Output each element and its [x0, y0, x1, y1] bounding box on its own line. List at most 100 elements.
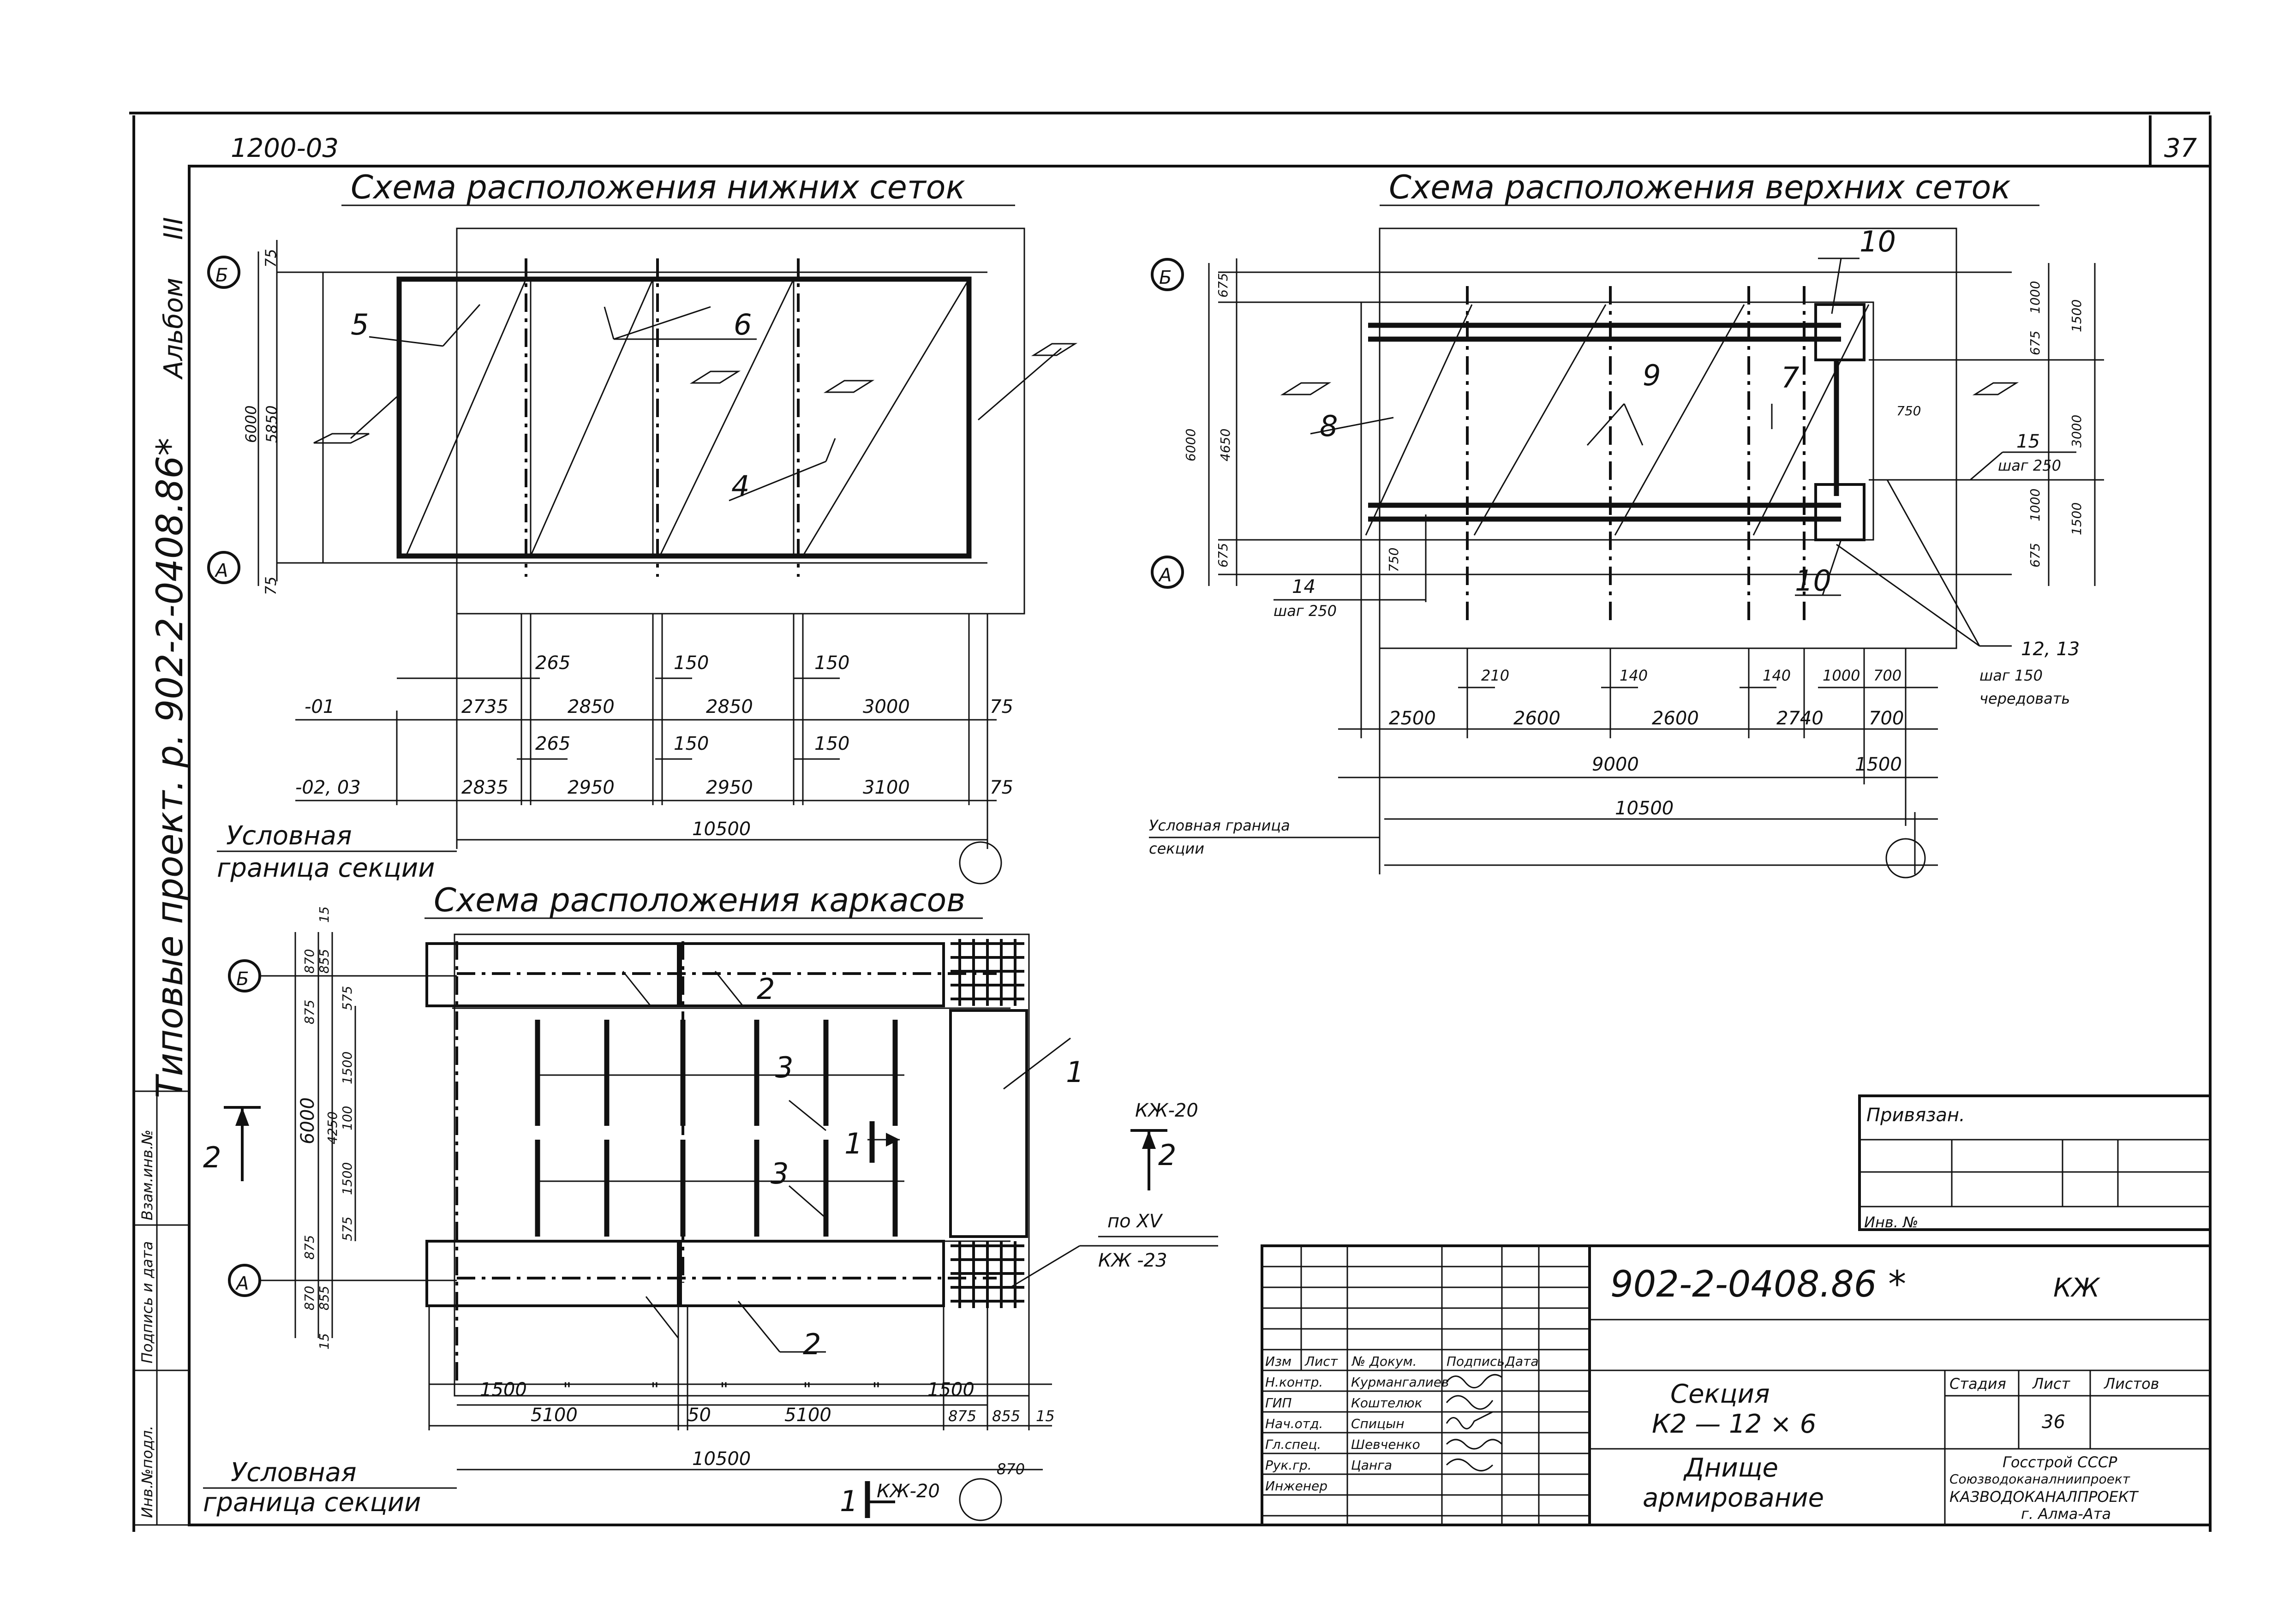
tb-sheets-label: Листов	[2104, 1375, 2159, 1393]
upper-mark-1213-step: шаг 150	[1979, 667, 2043, 684]
tb-org-2: Союзводоканалниипроект	[1949, 1471, 2130, 1487]
upper-sub-1500: 1500	[1855, 754, 1902, 775]
upper-right-dim-4: 3000	[2069, 415, 2084, 448]
frames-plan	[228, 932, 1218, 1397]
frames-b1-3: "	[651, 1379, 659, 1400]
upper-row-val-2: 2600	[1513, 708, 1561, 729]
upper-axis-a: А	[1158, 565, 1172, 586]
section-2-right	[1130, 1129, 1167, 1190]
tb-drawing-title-1: Днище	[1683, 1453, 1778, 1483]
upper-gap-3: 140	[1763, 667, 1791, 684]
rebar-grid-bottom	[951, 1241, 1024, 1308]
lower-row1-val-4: 3000	[863, 696, 910, 717]
lower-row1-val-1: 2735	[461, 696, 508, 717]
frames-b1-5: "	[803, 1379, 811, 1400]
lower-total: 10500	[692, 819, 751, 840]
frames-right-870: 870	[997, 1460, 1025, 1478]
upper-right-dim-1: 675	[2027, 331, 2043, 355]
upper-mark-9: 9	[1643, 359, 1661, 392]
tb-role-2: ГИП	[1265, 1395, 1292, 1411]
frames-boundary-1: Условная	[231, 1458, 357, 1488]
tb-role-3: Нач.отд.	[1265, 1416, 1323, 1431]
frames-b2-3: 5100	[784, 1405, 831, 1426]
frames-axis-b: Б	[236, 968, 249, 990]
frames-b2-2: 50	[688, 1405, 711, 1426]
lower-row1-gap-1: 265	[535, 652, 570, 674]
page-number: 37	[2164, 133, 2197, 163]
frames-left-outer-1: 870	[302, 949, 317, 974]
upper-right-dim-7: 1500	[2069, 502, 2084, 535]
frames-mark-1-inner: 1	[844, 1127, 862, 1160]
upper-right-dim-6: 675	[2027, 543, 2043, 568]
tb-drawing-title-2: армирование	[1643, 1483, 1824, 1513]
left-stamp	[133, 1090, 190, 1526]
frames-mark-3-a: 3	[775, 1051, 793, 1084]
frames-dim-rows	[428, 1306, 1052, 1521]
section-2-right-label: 2	[1158, 1138, 1176, 1172]
tb-code: 902-2-0408.86 *	[1610, 1264, 1906, 1305]
lower-dim-inner: 5850	[263, 406, 281, 443]
upper-row-val-3: 2600	[1652, 708, 1699, 729]
tb-sheet-value: 36	[2042, 1411, 2065, 1433]
frames-left-mid-5: 100	[340, 1106, 355, 1130]
album-label-group: Альбом III	[159, 217, 189, 380]
upper-mark-10-bottom: 10	[1795, 564, 1831, 598]
frames-left-outer-5: 870	[302, 1286, 317, 1310]
lower-axis-a: А	[214, 560, 228, 581]
tb-role-5: Рук.гр.	[1265, 1458, 1312, 1473]
tb-mark: КЖ	[2053, 1273, 2101, 1303]
lower-row1-gap-3: 150	[814, 652, 849, 674]
frames-b2-5: 855	[992, 1407, 1020, 1425]
frames-b1-7: 1500	[927, 1379, 975, 1400]
upper-gap-1: 210	[1481, 667, 1509, 684]
lower-row2-label: -02, 03	[295, 777, 361, 798]
album-label: Альбом	[159, 278, 189, 380]
frames-mark-1-right: 1	[1066, 1055, 1084, 1089]
frames-left-outer-4: 875	[302, 1235, 317, 1260]
upper-mark-10-top: 10	[1860, 225, 1896, 258]
stamp-sign-date: Подпись и дата	[138, 1241, 156, 1363]
lower-dim-bottom: 75	[262, 576, 280, 595]
upper-dim-750-a: 750	[1896, 403, 1921, 418]
tb-org-1: Госстрой СССР	[2003, 1453, 2117, 1471]
upper-gap-5: 700	[1873, 667, 1901, 684]
lower-dim-rows	[295, 614, 1002, 885]
lower-row1-label: -01	[305, 696, 335, 717]
tb-role-6: Инженер	[1265, 1478, 1327, 1494]
lower-meshes-plan	[207, 227, 1078, 615]
frames-left-outer-2: 875	[302, 1000, 317, 1024]
tb-role-4: Гл.спец.	[1265, 1437, 1321, 1452]
upper-dim-inner: 4650	[1218, 429, 1233, 461]
lower-row1-val-3: 2850	[706, 696, 753, 717]
upper-right-dim-3: 1500	[2069, 299, 2084, 332]
tb-sheet-label: Лист	[2032, 1375, 2070, 1393]
upper-mark-14-step: шаг 250	[1274, 602, 1337, 620]
upper-mark-14: 14	[1292, 576, 1315, 598]
vertical-project-group: Типовые проект. р. 902-2-0408.86*	[149, 438, 191, 1098]
frames-b1-2: "	[563, 1379, 571, 1400]
upper-meshes-title: Схема расположения верхних сеток	[1389, 168, 2011, 206]
frames-b1-4: "	[720, 1379, 728, 1400]
vertical-project-text: Типовые проект. р. 902-2-0408.86*	[149, 438, 191, 1098]
upper-row-val-4: 2740	[1776, 708, 1824, 729]
frames-title: Схема расположения каркасов	[434, 881, 965, 919]
upper-sub-9000: 9000	[1592, 754, 1639, 775]
frames-b2-6: 15	[1036, 1407, 1055, 1425]
frames-boundary-2: граница секции	[203, 1488, 421, 1518]
lower-mark-6: 6	[734, 308, 752, 341]
frames-b2-4: 875	[948, 1407, 976, 1425]
section-2-left	[224, 1106, 261, 1181]
tb-head-list: Лист	[1304, 1354, 1338, 1369]
frames-left-outer-3: 6000	[297, 1097, 318, 1144]
frames-mark-3-b: 3	[771, 1157, 789, 1190]
frames-dim-4250: 4250	[325, 1112, 340, 1144]
lower-row2-val-5: 75	[990, 777, 1013, 798]
frames-left-mid-1: 15	[317, 906, 332, 923]
section-bottom-code: КЖ-20	[877, 1481, 940, 1502]
frames-left-mid-7: 575	[340, 1217, 355, 1241]
upper-mark-15-step: шаг 250	[1998, 457, 2061, 474]
upper-row-val-1: 2500	[1389, 708, 1436, 729]
tb-section-title: Секция	[1670, 1379, 1770, 1409]
frames-b1-6: "	[872, 1379, 880, 1400]
tb-head-date: Дата	[1504, 1354, 1539, 1369]
